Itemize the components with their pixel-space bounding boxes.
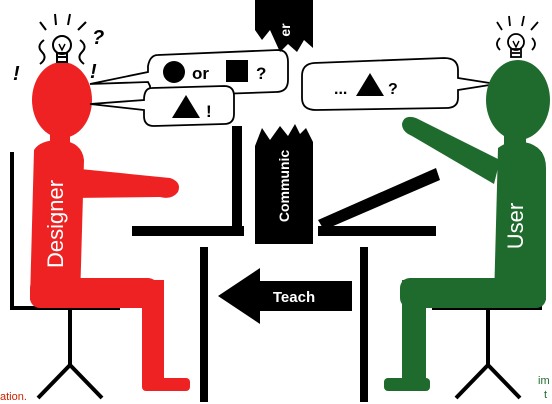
communication-bottom-text: Communic [276, 150, 292, 223]
user-label: User [503, 203, 528, 249]
footnote-right-line2: t [544, 389, 547, 401]
communication-top-text: er [277, 23, 293, 37]
bubble-top-question: ? [256, 64, 266, 83]
designer-bubble-bottom: ! [90, 86, 234, 126]
communication-barrier: er Communic [255, 0, 313, 244]
bubble-bottom-excl: ! [206, 102, 212, 121]
bubble-user-ellipsis: ... [334, 81, 347, 98]
teach-arrow: Teach [218, 268, 352, 324]
footnote-left: ation. [0, 391, 27, 403]
bubble-or-text: or [192, 64, 209, 83]
teach-label: Teach [273, 289, 315, 306]
user-laptop [318, 168, 440, 236]
footnote-right-line1: im [538, 375, 550, 387]
designer-lightbulb-icon [39, 14, 86, 64]
designer-question-mark: ? [92, 27, 104, 49]
designer-excl-right: ! [90, 61, 97, 83]
table-legs [200, 247, 368, 402]
user-lightbulb-icon [497, 16, 538, 57]
user-bubble: ... ? [302, 58, 496, 110]
designer-label: Designer [43, 180, 68, 268]
square-icon [226, 60, 248, 82]
designer-excl-left: ! [13, 63, 20, 85]
bubble-user-question: ? [388, 81, 398, 98]
circle-icon [163, 61, 185, 83]
